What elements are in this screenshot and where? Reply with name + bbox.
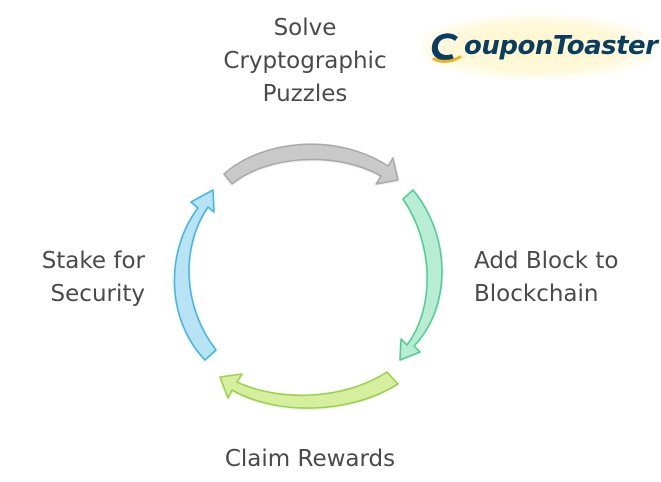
step-label-solve-puzzles: Solve Cryptographic Puzzles — [223, 15, 387, 107]
logo-wordmark: CouponToaster — [464, 27, 658, 65]
cycle-arrow-top — [223, 143, 399, 185]
cycle-arrow-right — [399, 189, 443, 361]
coupontoaster-logo: CouponToaster — [420, 15, 658, 79]
cycle-arrow-left — [173, 189, 217, 361]
logo-c-swoosh-icon — [431, 33, 462, 63]
step-label-stake-security: Stake for Security — [41, 248, 145, 307]
logo-text-rest: ouponToaster — [464, 31, 658, 61]
cycle-arrow-bottom — [219, 371, 399, 409]
step-label-add-block: Add Block to Blockchain — [474, 248, 619, 307]
step-label-claim-rewards: Claim Rewards — [224, 446, 396, 472]
